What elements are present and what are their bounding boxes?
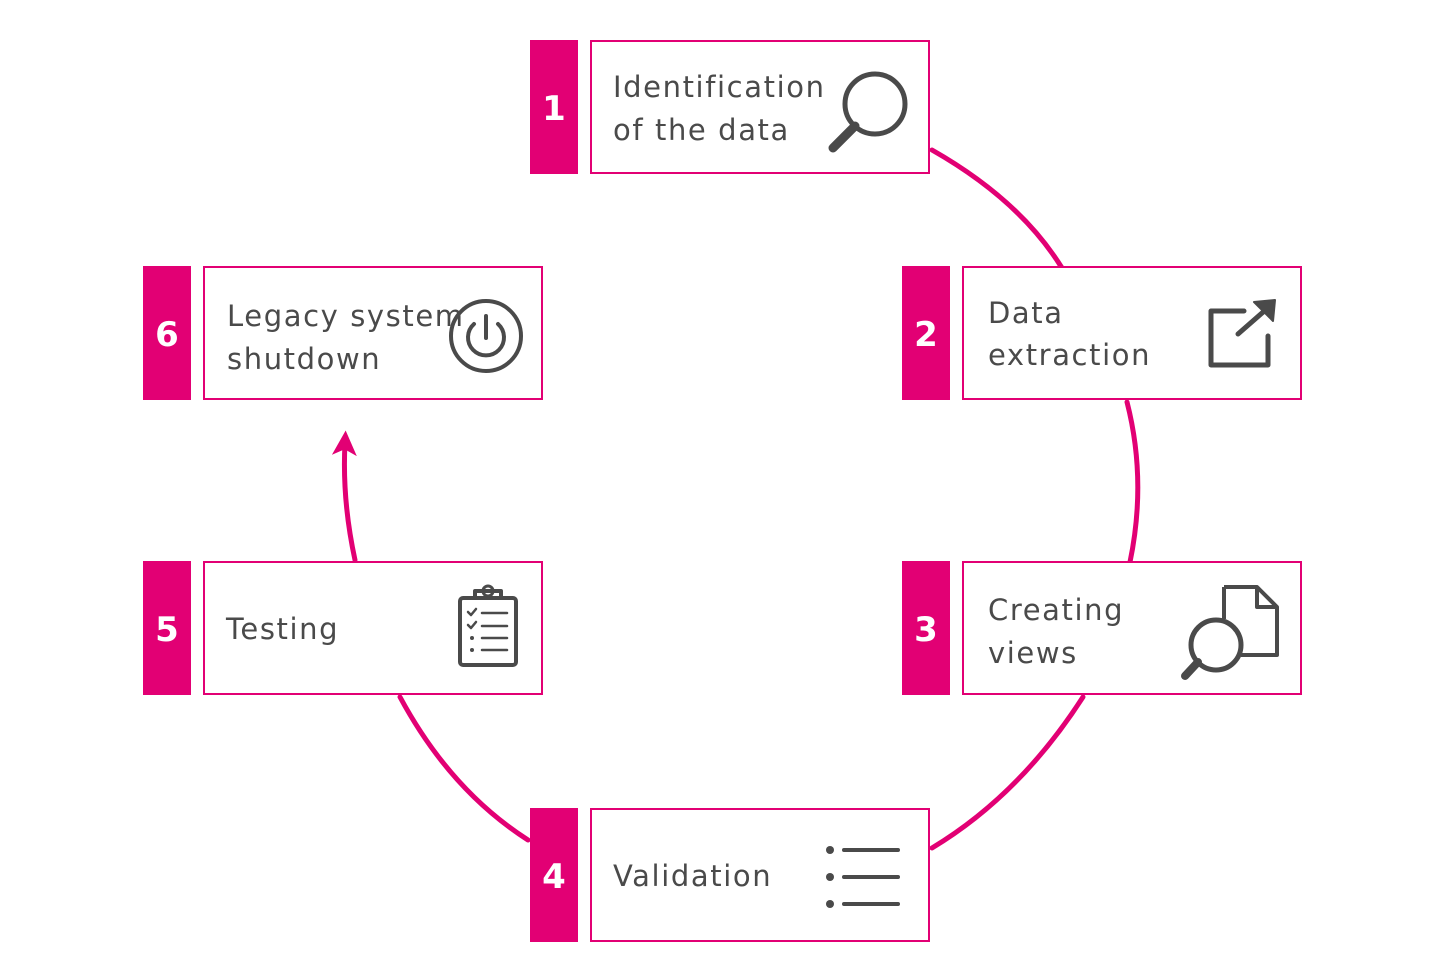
- step-card: [962, 266, 1302, 400]
- connector-5-to-6: [331, 430, 358, 563]
- step-label-line-2: of the data: [613, 113, 790, 147]
- step-number: 6: [155, 315, 179, 355]
- step-1: 1 Identification of the data: [530, 40, 930, 174]
- step-label-line-2: extraction: [988, 338, 1151, 372]
- step-card: [962, 561, 1302, 695]
- connectors: [331, 147, 1141, 851]
- step-card: [203, 561, 543, 695]
- search-icon: [828, 71, 908, 153]
- step-number-tab: [902, 266, 950, 400]
- power-icon: [449, 299, 523, 373]
- step-number: 5: [155, 610, 179, 650]
- step-label-line-2: views: [988, 636, 1078, 670]
- step-number: 4: [542, 857, 566, 897]
- step-number: 3: [914, 610, 938, 650]
- step-number-tab: [143, 561, 191, 695]
- step-number-tab: [530, 808, 578, 942]
- step-card: [590, 40, 930, 174]
- connector-1-to-2: [929, 147, 1065, 271]
- step-label-line-1: Identification: [613, 70, 826, 104]
- step-4: 4 Validation: [530, 808, 930, 942]
- step-label-line-1: Validation: [613, 859, 772, 893]
- step-label-line-1: Testing: [225, 612, 339, 646]
- connector-2-to-3: [1124, 399, 1141, 565]
- external-link-icon: [1208, 299, 1276, 368]
- step-card: [203, 266, 543, 400]
- list-icon: [826, 846, 900, 908]
- step-label-line-2: shutdown: [227, 342, 381, 376]
- step-6: 6 Legacy system shutdown: [143, 266, 543, 400]
- connector-4-to-5: [397, 694, 531, 843]
- step-label-line-1: Creating: [988, 593, 1124, 627]
- step-number-tab: [902, 561, 950, 695]
- step-number: 1: [542, 89, 566, 129]
- connector-3-to-4: [929, 694, 1086, 851]
- step-5: 5 Testing: [143, 561, 543, 695]
- step-number-tab: [530, 40, 578, 174]
- step-number: 2: [914, 315, 938, 355]
- step-number-tab: [143, 266, 191, 400]
- step-2: 2 Data extraction: [902, 266, 1302, 400]
- step-label-line-1: Data: [988, 296, 1064, 330]
- step-3: 3 Creating views: [902, 561, 1302, 695]
- step-label-line-1: Legacy system: [227, 299, 465, 333]
- document-search-icon: [1181, 585, 1279, 680]
- clipboard-checklist-icon: [458, 584, 518, 667]
